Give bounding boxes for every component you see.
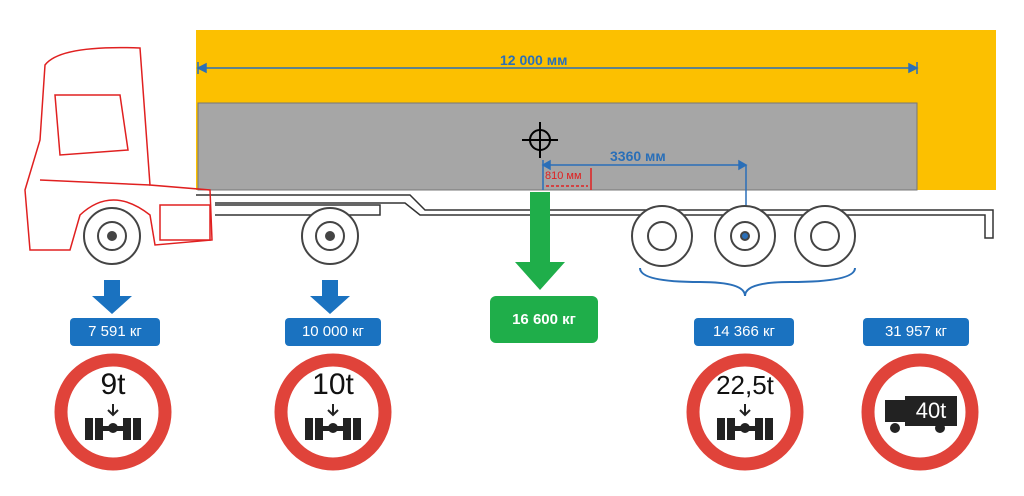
trailer-axles-load: 14 366 кг bbox=[694, 318, 794, 346]
trailer-chassis bbox=[196, 194, 994, 239]
cg-offset-line bbox=[546, 168, 592, 190]
cargo-load: 16 600 кг bbox=[490, 296, 598, 343]
wheels bbox=[83, 205, 856, 267]
total-weight-limit: 40t bbox=[915, 398, 947, 423]
axle-distance-label: 3360 мм bbox=[610, 148, 666, 164]
truck-icon bbox=[885, 396, 957, 433]
front-axle-limit: 9t bbox=[100, 368, 126, 401]
trailer-axle-limit: 22,5t bbox=[716, 370, 774, 400]
center-of-gravity-icon bbox=[522, 122, 558, 158]
down-arrow-icons bbox=[107, 404, 751, 417]
sign-rings bbox=[54, 353, 979, 471]
front-axle-load: 7 591 кг bbox=[70, 318, 160, 346]
cargo-load-arrow bbox=[515, 192, 565, 290]
tractor-cab bbox=[24, 46, 213, 251]
drive-axle-load: 10 000 кг bbox=[285, 318, 381, 346]
trailer-axle-brace bbox=[639, 267, 856, 297]
front-axle-arrow bbox=[92, 280, 132, 314]
drive-axle-arrow bbox=[310, 280, 350, 314]
total-load: 31 957 кг bbox=[863, 318, 969, 346]
axle-icons bbox=[85, 396, 957, 440]
load-arrows bbox=[92, 280, 350, 314]
length-label: 12 000 мм bbox=[500, 52, 568, 68]
drive-axle-limit: 10t bbox=[312, 368, 354, 401]
cargo-body bbox=[197, 102, 918, 191]
length-dimension-line bbox=[196, 62, 919, 74]
cg-offset-label: 810 мм bbox=[545, 170, 582, 182]
